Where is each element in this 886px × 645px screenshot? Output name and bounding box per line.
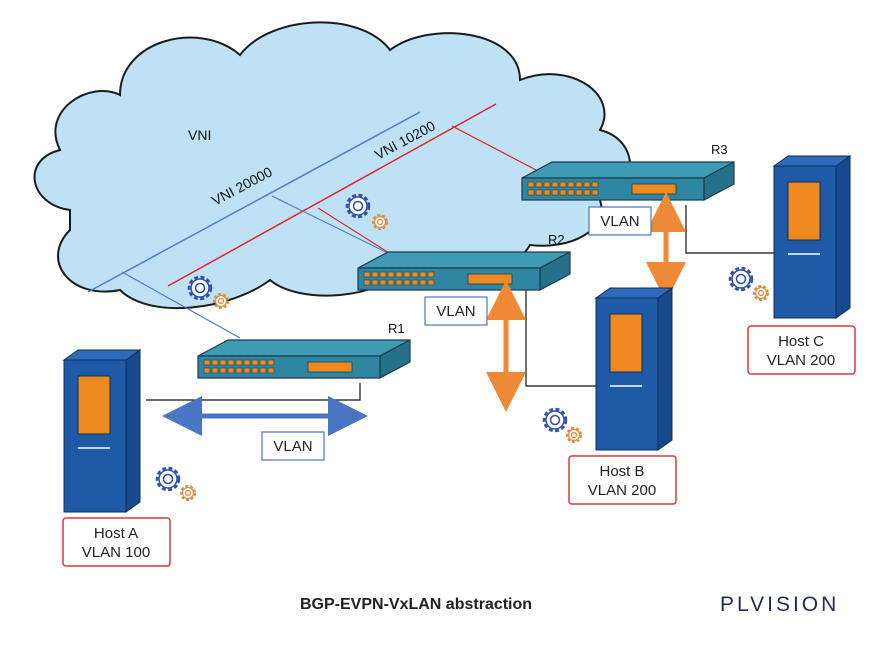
vlan-label-r2: VLAN	[424, 296, 488, 326]
vni-blue-drop-r1	[121, 271, 241, 339]
link-hostB-r2	[525, 290, 596, 387]
cloud-shape	[33, 21, 631, 310]
host-b	[595, 287, 673, 451]
router-r3	[521, 161, 735, 201]
vni-label: VNI	[188, 127, 211, 143]
host-b-label: Host B VLAN 200	[568, 455, 677, 505]
vni-red-drop-r3	[451, 125, 541, 173]
host-c-name: Host C	[778, 333, 824, 350]
router-r1-label: R1	[388, 321, 405, 336]
host-a-vlan: VLAN 100	[82, 544, 150, 561]
host-b-vlan: VLAN 200	[588, 482, 656, 499]
diagram-caption: BGP-EVPN-VxLAN abstraction	[300, 596, 533, 613]
vlan-label-r3: VLAN	[588, 206, 652, 236]
link-hostA-r1	[146, 383, 361, 401]
host-b-name: Host B	[599, 463, 644, 480]
vni-blue-line	[87, 111, 421, 293]
link-hostC-r3	[685, 205, 774, 254]
router-r1	[197, 339, 411, 379]
gear-icon	[542, 407, 568, 433]
host-a-name: Host A	[94, 525, 138, 542]
host-c-vlan: VLAN 200	[767, 352, 835, 369]
svg-text:VLAN: VLAN	[273, 438, 312, 455]
vni-red-line	[167, 103, 497, 287]
gear-icon	[753, 285, 769, 301]
gear-icon	[155, 466, 181, 492]
vni-lines	[87, 103, 541, 339]
brand-logo: PLVISION	[720, 593, 840, 616]
router-r2-label: R2	[548, 232, 565, 247]
gear-icon	[566, 427, 582, 443]
vni-red-drop-r2	[317, 207, 395, 257]
host-a-label: Host A VLAN 100	[62, 517, 171, 567]
vlan-label-hostA: VLAN	[261, 431, 325, 461]
host-c-label: Host C VLAN 200	[747, 325, 856, 375]
host-c	[773, 155, 851, 319]
svg-text:VLAN: VLAN	[436, 303, 475, 320]
router-r3-label: R3	[711, 142, 728, 157]
host-a	[63, 349, 141, 513]
vni-blue-drop-r2	[271, 195, 399, 259]
gear-icon	[180, 485, 196, 501]
svg-text:VLAN: VLAN	[600, 213, 639, 230]
gear-icon	[728, 266, 754, 292]
router-r2	[357, 251, 571, 291]
